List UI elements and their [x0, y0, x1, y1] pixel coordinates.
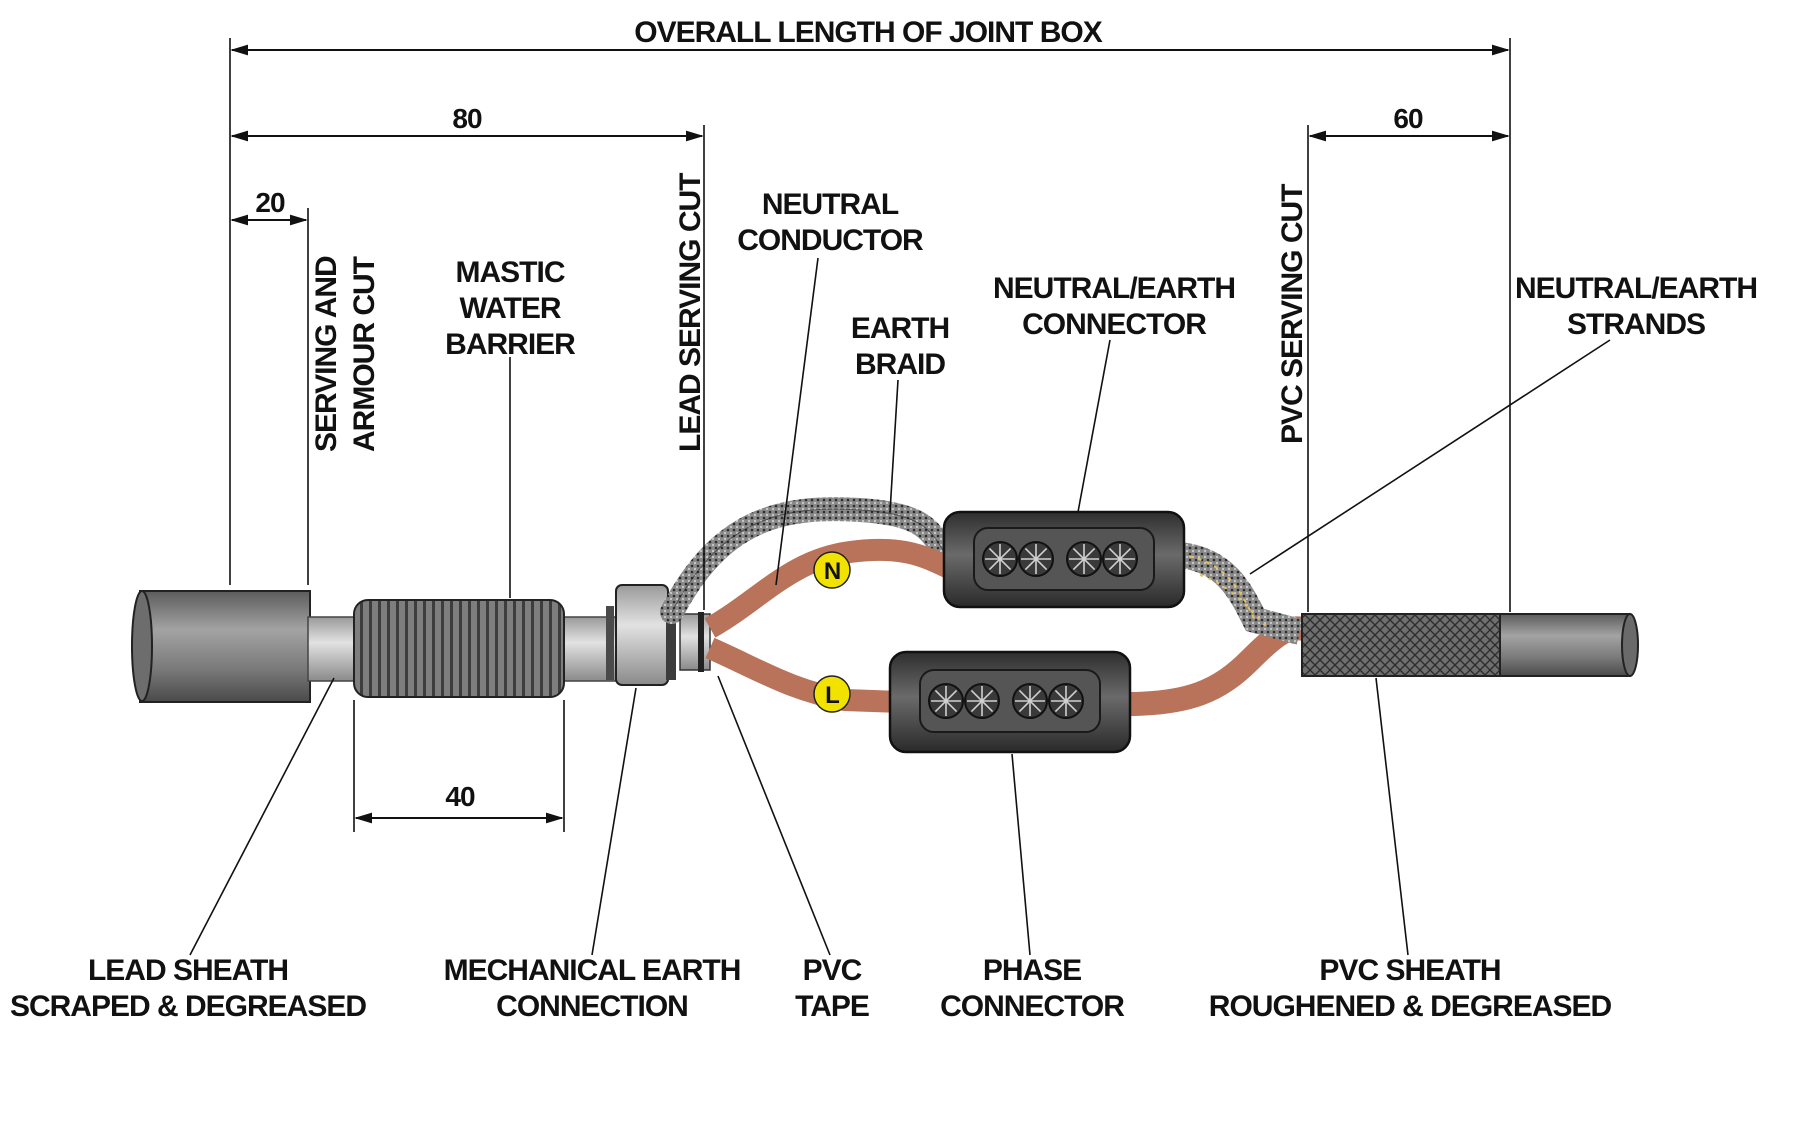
ne-strands-line1: NEUTRAL/EARTH	[1515, 272, 1757, 305]
connector-screw	[1048, 683, 1084, 719]
lead-sheath-line2: SCRAPED & DEGREASED	[10, 990, 366, 1023]
overall-length-title: OVERALL LENGTH OF JOINT BOX	[634, 16, 1102, 49]
phase-conductor	[705, 637, 901, 713]
lead-sheath-line1: LEAD SHEATH	[88, 954, 288, 987]
leader-pvc-sheath	[1375, 677, 1409, 956]
neutral-badge-text: N	[824, 558, 840, 585]
ne-strands-line2: STRANDS	[1567, 308, 1705, 341]
pvc-tape-line2: TAPE	[795, 990, 869, 1023]
earth-braid-line2: BRAID	[855, 348, 945, 381]
pvc-sheath-line1: PVC SHEATH	[1319, 954, 1500, 987]
phase-connector-line1: PHASE	[983, 954, 1081, 987]
mech-earth-line1: MECHANICAL EARTH	[444, 954, 741, 987]
leader-lines	[189, 257, 1611, 956]
dim-40-label: 40	[445, 781, 475, 812]
dim-80-label: 80	[452, 103, 482, 134]
connector-screw	[1102, 541, 1138, 577]
mastic-line1: MASTIC	[456, 256, 565, 289]
clamp-band-2	[666, 604, 676, 680]
connector-screw	[982, 541, 1018, 577]
ne-connector-line2: CONNECTOR	[1022, 308, 1207, 341]
connector-screw	[1012, 683, 1048, 719]
connector-screw	[1066, 541, 1102, 577]
leader-ne-connector	[1077, 339, 1111, 513]
live-badge-text: L	[825, 682, 839, 709]
phase-connector-line2: CONNECTOR	[940, 990, 1125, 1023]
neutral-conductor	[704, 538, 963, 638]
lead-serving-cut-label: LEAD SERVING CUT	[674, 173, 707, 452]
pvc-sheath-end	[1621, 613, 1639, 677]
dim-20-label: 20	[255, 187, 285, 218]
leader-pvc-tape	[717, 675, 831, 956]
connector-screw	[964, 683, 1000, 719]
dim-60-label: 60	[1393, 103, 1423, 134]
pvc-serving-cut-label: PVC SERVING CUT	[1276, 184, 1309, 444]
leader-lead-sheath	[189, 677, 335, 956]
neutral-earth-connector	[942, 510, 1186, 609]
serving-armour-line1: SERVING AND	[310, 256, 343, 452]
connector-screw	[1018, 541, 1054, 577]
pvc-tape-line1: PVC	[803, 954, 862, 987]
neutral-conductor-line1: NEUTRAL	[762, 188, 899, 221]
lead-sheath-body	[139, 590, 311, 703]
cable-assembly: N L	[131, 497, 1639, 754]
mastic-line3: BARRIER	[445, 328, 576, 361]
phase-connector	[888, 650, 1132, 754]
mech-earth-line2: CONNECTION	[496, 990, 688, 1023]
pvc-tape-collar	[679, 613, 711, 671]
earth-braid-line1: EARTH	[851, 312, 949, 345]
live-badge: L	[813, 675, 851, 713]
connector-screw	[928, 683, 964, 719]
leader-phase-connector	[1011, 753, 1031, 956]
ne-connector-line1: NEUTRAL/EARTH	[993, 272, 1235, 305]
mastic-line2: WATER	[459, 292, 561, 325]
labels: OVERALL LENGTH OF JOINT BOX 80 20 60 40 …	[10, 16, 1758, 1023]
connector-screws	[928, 541, 1138, 719]
leader-ne-strands	[1249, 339, 1611, 575]
pvc-sheath-mesh	[1301, 613, 1503, 677]
clamp-band	[606, 606, 614, 680]
pvc-tape-band	[698, 612, 704, 672]
pvc-sheath-plain	[1499, 613, 1631, 677]
leader-neutral-conductor	[775, 257, 819, 586]
neutral-conductor-line2: CONDUCTOR	[737, 224, 924, 257]
lead-sheath-end	[131, 590, 153, 702]
dimension-lines	[229, 38, 1511, 832]
neutral-badge: N	[813, 551, 851, 589]
serving-armour-line2: ARMOUR CUT	[348, 256, 381, 452]
pvc-sheath-line2: ROUGHENED & DEGREASED	[1209, 990, 1612, 1023]
leader-earth-braid	[889, 379, 899, 513]
mastic-water-barrier	[353, 599, 565, 698]
mechanical-earth-clamp	[615, 584, 669, 686]
leader-mech-earth	[591, 687, 637, 956]
